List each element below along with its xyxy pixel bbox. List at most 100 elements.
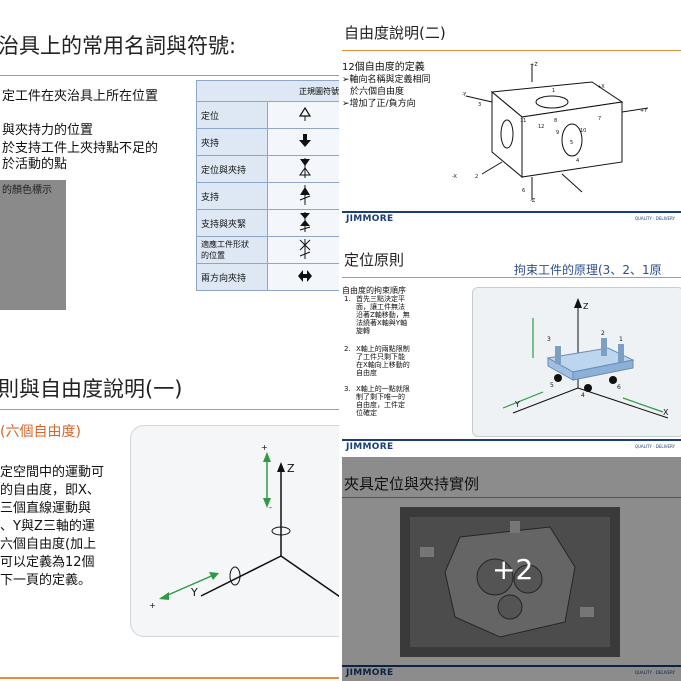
table-row: 夾持 (196, 128, 339, 156)
dof-number: 4 (576, 158, 580, 164)
text-line: 三個直線運動與 (0, 501, 92, 516)
pin-label: 5 (550, 382, 554, 389)
locate-clamp-symbol-icon (267, 155, 339, 183)
divider-line (342, 277, 681, 278)
dof-number: 12 (538, 124, 545, 130)
list-item-line: 在X軸向上移動的 (356, 361, 410, 369)
axis-label: -X (452, 174, 457, 180)
pin-label: 3 (547, 336, 551, 343)
axis-diagram-svg: + - + (149, 443, 339, 610)
row-name: 兩方向夾持 (196, 263, 268, 291)
svg-text:+: + (261, 443, 268, 452)
list-item-line: 法繞著X軸與Y軸 (356, 319, 408, 327)
footer-tagline: QUALITY · DELIVERY (634, 444, 675, 449)
list-number: 3. (344, 385, 351, 393)
dof-number: 6 (522, 188, 526, 194)
adaptive-locate-symbol-icon (267, 236, 339, 264)
text-line: ➢增加了正/負方向 (342, 99, 416, 109)
table-row: 兩方向夾持 (196, 263, 339, 291)
axis-label: -Y (462, 92, 467, 98)
color-swatch-area (0, 180, 66, 310)
axis-label: -Z (530, 198, 536, 204)
clamp-symbol-icon (267, 128, 339, 156)
text-line: 定工件在夾治具上所在位置 (2, 89, 159, 104)
dof-number: 8 (554, 118, 558, 124)
table-header: 正規圖符號 (196, 80, 339, 102)
slide-title: 則與自由度說明(一) (0, 377, 183, 401)
slide-tile-dof-two[interactable]: 自由度說明(二) 12個自由度的定義 ➢軸向名稱與定義相同 於六個自由度 ➢增加… (342, 0, 681, 227)
row-name-part: 的位置 (201, 251, 225, 260)
axis-label-x: X (663, 408, 669, 417)
slide-tile-fixture-example[interactable]: 夾具定位與夾持實例 JIMMORE QUALITY · DELIVERY +2 (342, 457, 681, 681)
table-row: 支持與夾緊 (196, 209, 339, 237)
text-line: ➢軸向名稱與定義相同 (342, 75, 431, 85)
text-line: 於六個自由度 (350, 87, 405, 97)
row-name: 定位與夾持 (196, 155, 268, 183)
bottom-line (0, 677, 339, 679)
support-clamp-symbol-icon (267, 209, 339, 237)
slide-title: 夾具定位與夾持實例 (344, 475, 480, 493)
list-item-line: X軸上的一點就限 (356, 385, 410, 393)
slide-title: 自由度說明(二) (344, 24, 446, 42)
dof-number: 7 (598, 116, 602, 122)
list-item-line: 沿著Z軸移動，無 (356, 311, 410, 319)
axis-label: +Z (530, 62, 538, 68)
table-row: 適應工件形狀的位置 (196, 236, 339, 264)
axis-diagram: + - + Z Y (130, 425, 339, 637)
fixture-photo-svg (400, 507, 620, 657)
list-item-line: 自由度，工件定 (356, 401, 405, 409)
dof-number: 10 (580, 128, 587, 134)
slide-footer: JIMMORE QUALITY · DELIVERY (342, 665, 681, 681)
dof-number: 9 (556, 130, 560, 136)
text-line: 的顏色標示 (2, 185, 52, 196)
text-line: 12個自由度的定義 (342, 62, 425, 73)
slide-footer: JIMMORE QUALITY · DELIVERY (342, 211, 681, 227)
more-images-count[interactable]: +2 (492, 553, 534, 586)
text-line: 於活動的點 (2, 157, 68, 172)
slide-subtitle: 拘束工件的原理(3、2、1原 (514, 263, 662, 277)
text-line: 定空間中的運動可 (0, 465, 105, 480)
pin-label: 2 (601, 330, 605, 337)
pin-label: 4 (581, 392, 585, 399)
text-line: 自由度的拘束順序 (342, 286, 406, 295)
dof-number: 1 (552, 88, 556, 94)
locating-diagram: Z Y X 3 2 1 5 4 6 (472, 287, 681, 437)
text-line: 可以定義為12個 (0, 555, 95, 570)
list-item-line: 位確定 (356, 409, 377, 417)
symbols-table: 正規圖符號 定位 夾持 定位與夾持 支持 支持與夾緊 適應工 (196, 80, 339, 291)
list-item-line: 制了剩下唯一的 (356, 393, 405, 401)
slide-tile-dof-one[interactable]: 則與自由度說明(一) (六個自由度) 定空間中的運動可 的自由度，即X、 三個直… (0, 341, 339, 681)
dof-number: 3 (478, 102, 482, 108)
row-name: 支持與夾緊 (196, 209, 268, 237)
row-name: 夾持 (196, 128, 268, 156)
more-images-overlay[interactable] (342, 457, 681, 681)
list-item-line: 了工件只剩下能 (356, 353, 405, 361)
axis-label-y: Y (191, 586, 198, 599)
table-row: 定位與夾持 (196, 155, 339, 183)
text-line: 、Y與Z三軸的運 (0, 519, 95, 534)
row-name: 適應工件形狀的位置 (196, 236, 268, 264)
svg-text:-: - (269, 503, 272, 512)
list-item: X軸上的兩點限制 了工件只剩下能 在X軸向上移動的 自由度 (356, 345, 410, 377)
list-item-line: 自由度 (356, 369, 377, 377)
slide-footer: JIMMORE QUALITY · DELIVERY (342, 439, 681, 455)
text-line: 六個自由度(加上 (0, 537, 97, 552)
list-item-line: 面，讓工件無法 (356, 303, 405, 311)
list-number: 2. (344, 345, 351, 353)
slide-tile-symbols[interactable]: 治具上的常用名詞與符號: 定工件在夾治具上所在位置 與夾持力的位置 於支持工件上… (0, 0, 339, 338)
divider-line (342, 497, 681, 498)
dof-number: 2 (475, 174, 479, 180)
dof-number: 5 (570, 140, 574, 146)
footer-tagline: QUALITY · DELIVERY (634, 216, 675, 221)
pin-label: 6 (617, 384, 621, 391)
divider-line (0, 409, 339, 410)
text-line: 於支持工件上夾持點不足的 (2, 141, 159, 156)
axis-label: +Y (640, 108, 648, 114)
text-line: 下一頁的定義。 (0, 573, 92, 588)
jimmore-logo: JIMMORE (346, 214, 394, 224)
slide-tile-locating-principle[interactable]: 定位原則 拘束工件的原理(3、2、1原 自由度的拘束順序 1. 首先三點決定平 … (342, 229, 681, 455)
list-item-line: X軸上的兩點限制 (356, 345, 410, 353)
fixture-photo (400, 507, 620, 657)
svg-text:+: + (149, 601, 156, 610)
axis-label: +X (597, 84, 605, 90)
